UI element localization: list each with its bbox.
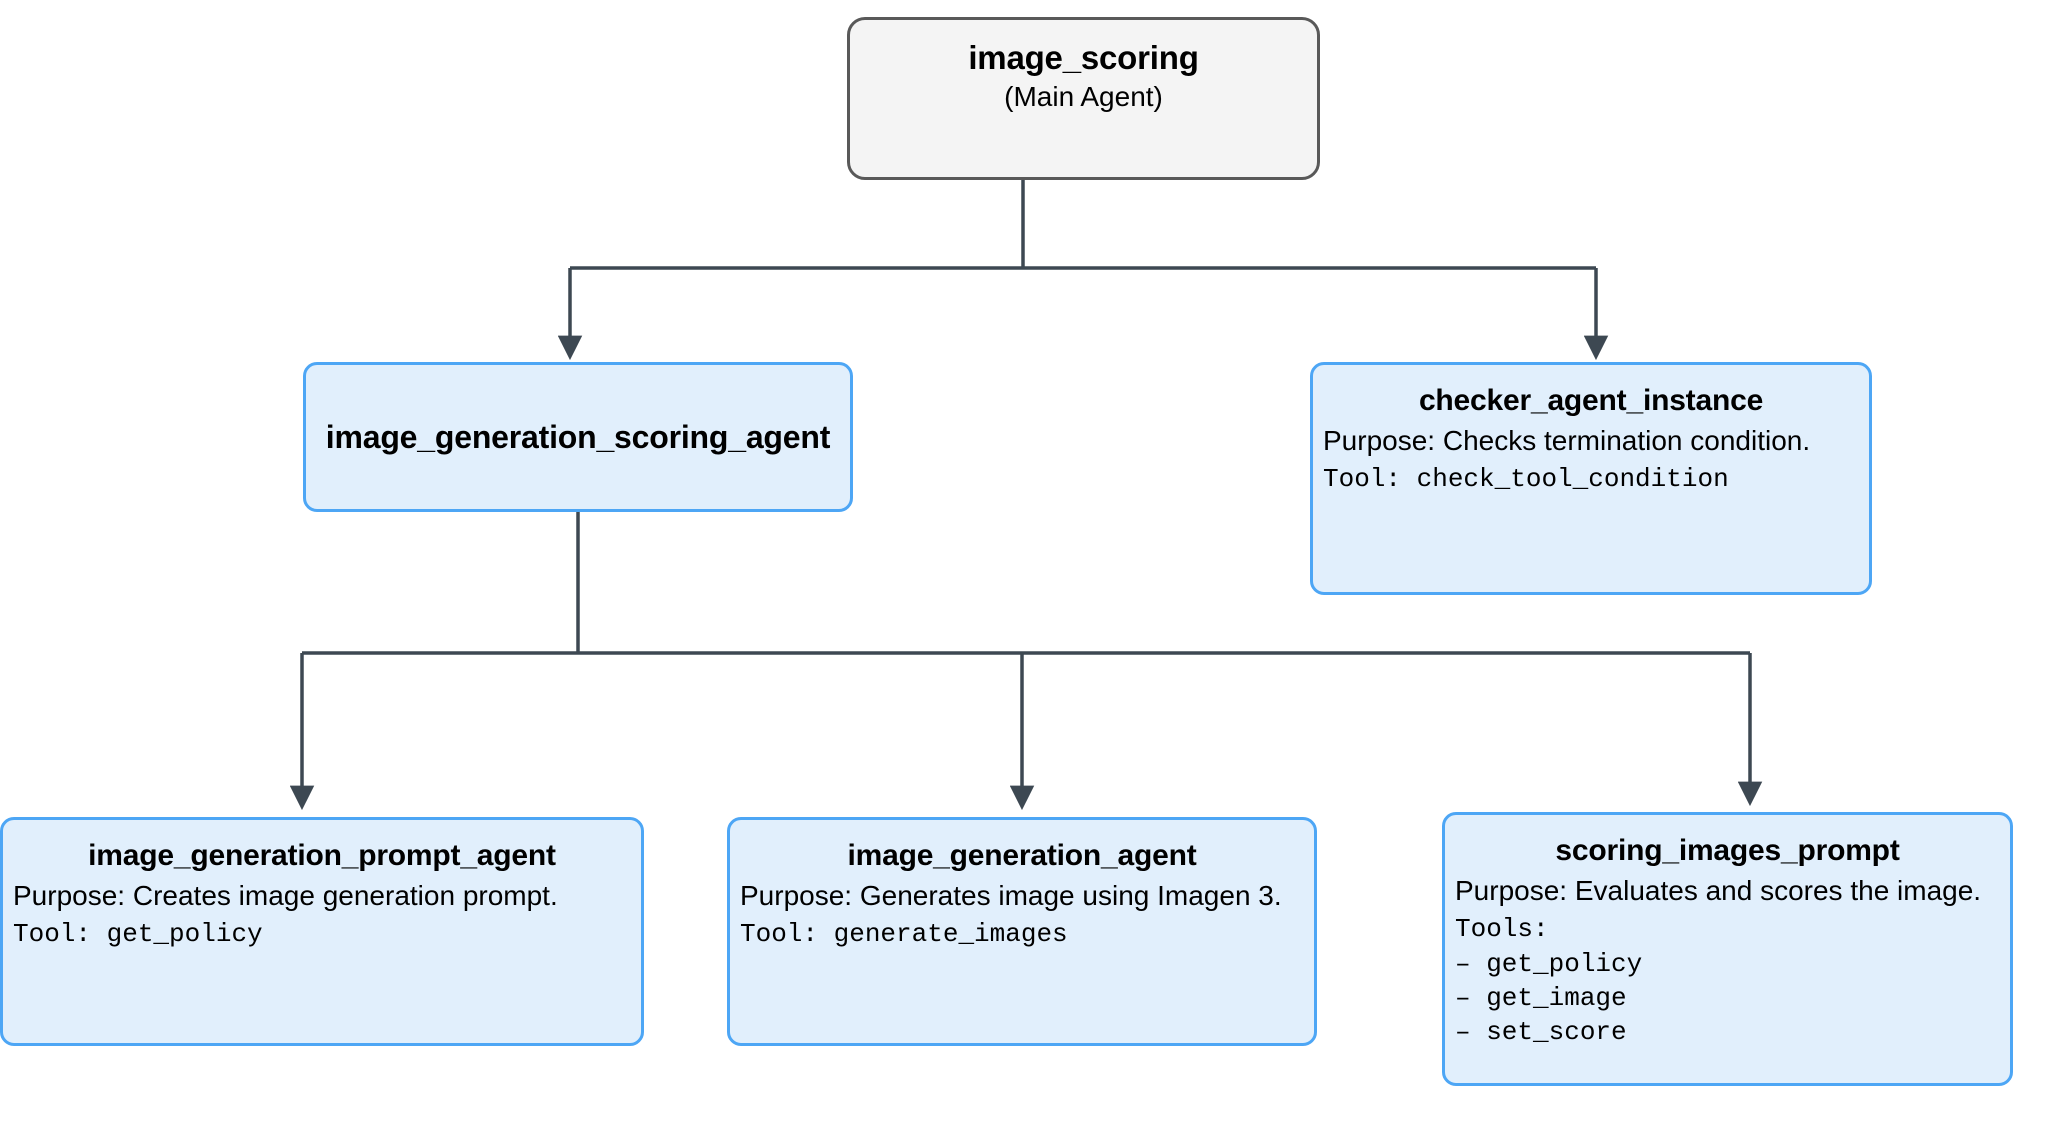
node-image-generation-prompt-agent-tool-label: Tool: bbox=[13, 919, 107, 949]
node-image-generation-scoring-agent-title: image_generation_scoring_agent bbox=[325, 419, 831, 455]
node-image-generation-agent-body: image_generation_agent Purpose: Generate… bbox=[730, 820, 1314, 952]
node-scoring-images-prompt-purpose: Purpose: Evaluates and scores the image. bbox=[1455, 875, 1982, 906]
node-image-generation-prompt-agent-tool-value: get_policy bbox=[106, 919, 263, 949]
node-image-generation-scoring-agent[interactable]: image_generation_scoring_agent bbox=[303, 362, 853, 512]
node-scoring-images-prompt-title: scoring_images_prompt bbox=[1555, 834, 1900, 867]
node-image-generation-prompt-agent-title: image_generation_prompt_agent bbox=[88, 839, 556, 872]
node-scoring-images-prompt-tools-label: Tools: bbox=[1455, 914, 1549, 944]
node-image-generation-agent-tool-value: generate_images bbox=[833, 919, 1068, 949]
node-scoring-images-prompt-tool-2: – set_score bbox=[1455, 1017, 1627, 1047]
node-scoring-images-prompt-tool-0: – get_policy bbox=[1455, 949, 1643, 979]
node-image-generation-prompt-agent-tool: Tool: get_policy bbox=[3, 916, 641, 952]
node-checker-agent-instance-title: checker_agent_instance bbox=[1418, 384, 1764, 417]
node-scoring-images-prompt-tool-1: – get_image bbox=[1455, 983, 1627, 1013]
node-checker-agent-instance-tool-label: Tool: bbox=[1323, 464, 1417, 494]
node-checker-agent-instance[interactable]: checker_agent_instance Purpose: Checks t… bbox=[1310, 362, 1872, 595]
node-image-generation-agent-tool: Tool: generate_images bbox=[730, 916, 1314, 952]
node-image-generation-prompt-agent-body: image_generation_prompt_agent Purpose: C… bbox=[3, 820, 641, 952]
node-checker-agent-instance-purpose: Purpose: Checks termination condition. bbox=[1323, 425, 1811, 456]
node-checker-agent-instance-tool-value: check_tool_condition bbox=[1416, 464, 1729, 494]
node-image-generation-prompt-agent-purpose: Purpose: Creates image generation prompt… bbox=[13, 880, 558, 911]
node-scoring-images-prompt[interactable]: scoring_images_prompt Purpose: Evaluates… bbox=[1442, 812, 2013, 1086]
node-image-generation-agent-title: image_generation_agent bbox=[847, 839, 1197, 872]
node-image-generation-agent[interactable]: image_generation_agent Purpose: Generate… bbox=[727, 817, 1317, 1046]
node-image-generation-agent-tool-label: Tool: bbox=[740, 919, 834, 949]
node-image-generation-scoring-agent-body: image_generation_scoring_agent bbox=[306, 417, 850, 457]
node-image-generation-agent-purpose: Purpose: Generates image using Imagen 3. bbox=[740, 880, 1282, 911]
node-checker-agent-instance-tool: Tool: check_tool_condition bbox=[1313, 461, 1869, 497]
node-checker-agent-instance-body: checker_agent_instance Purpose: Checks t… bbox=[1313, 365, 1869, 497]
node-scoring-images-prompt-body: scoring_images_prompt Purpose: Evaluates… bbox=[1445, 815, 2010, 1049]
node-image-scoring[interactable]: image_scoring (Main Agent) bbox=[847, 17, 1320, 180]
node-image-scoring-title: image_scoring bbox=[968, 39, 1199, 76]
node-image-scoring-subtitle: (Main Agent) bbox=[1004, 81, 1163, 112]
node-image-generation-prompt-agent[interactable]: image_generation_prompt_agent Purpose: C… bbox=[0, 817, 644, 1046]
